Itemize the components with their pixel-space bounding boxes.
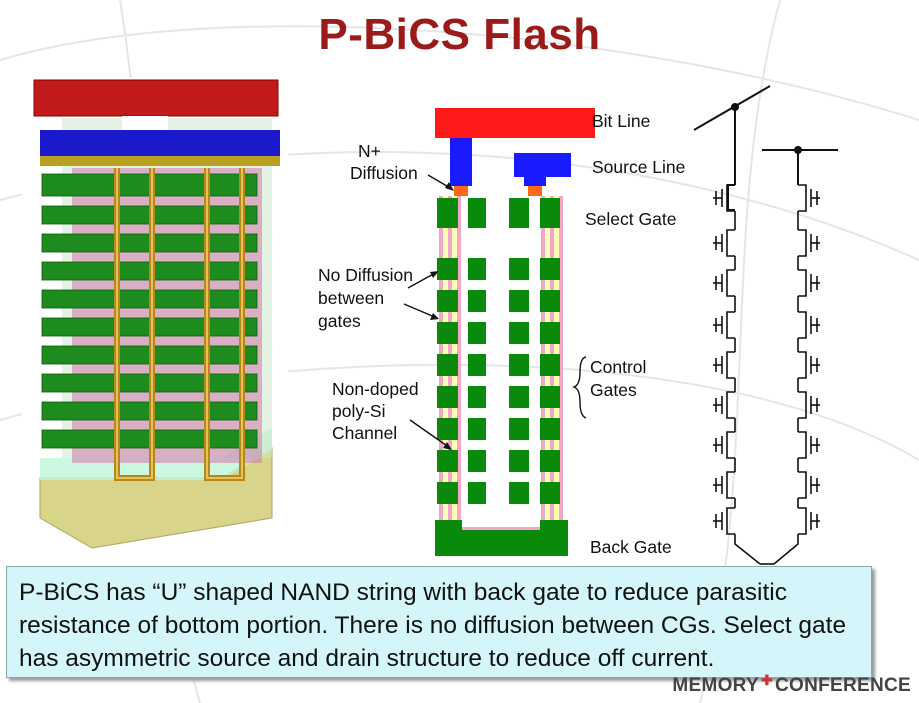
label-control: Control xyxy=(590,357,647,377)
plus-icon: ✚ xyxy=(760,672,773,688)
label-non-doped: Non-doped xyxy=(332,379,419,399)
label-back-gate: Back Gate xyxy=(590,537,672,557)
bitline-contact xyxy=(450,138,472,186)
source-contact xyxy=(524,177,546,186)
footer-conference: CONFERENCE xyxy=(774,675,911,696)
label-control-gates: Gates xyxy=(590,380,637,400)
footer-logo: MEMORY✚CONFERENCE xyxy=(672,672,911,697)
label-poly-si: poly-Si xyxy=(332,401,386,421)
footer-memory: MEMORY xyxy=(672,675,759,696)
label-source-line: Source Line xyxy=(592,157,686,177)
nand-string-circuit xyxy=(693,85,838,570)
caption-text: P-BiCS has “U” shaped NAND string with b… xyxy=(19,579,847,672)
label-no-diffusion: No Diffusion xyxy=(318,265,414,285)
gate-column-left xyxy=(437,198,486,504)
gate-column-right xyxy=(509,198,560,504)
n-diffusion-right xyxy=(528,186,542,196)
label-channel: Channel xyxy=(332,423,398,443)
label-gates: gates xyxy=(318,311,361,331)
page-title: P-BiCS Flash xyxy=(318,10,601,59)
label-n-plus: N+ xyxy=(358,141,381,161)
pbics-3d-structure-image xyxy=(33,79,280,549)
pbics-3d-render xyxy=(22,78,288,568)
label-bit-line: Bit Line xyxy=(592,111,651,131)
source-line-bar xyxy=(514,153,571,177)
label-select-gate: Select Gate xyxy=(585,209,677,229)
caption-box: P-BiCS has “U” shaped NAND string with b… xyxy=(6,566,872,678)
back-gate xyxy=(435,520,568,556)
label-diffusion: Diffusion xyxy=(350,163,418,183)
pbics-cross-section xyxy=(403,108,595,556)
bit-line-bar xyxy=(435,108,595,138)
n-diffusion-left xyxy=(454,186,468,196)
label-between: between xyxy=(318,288,385,308)
